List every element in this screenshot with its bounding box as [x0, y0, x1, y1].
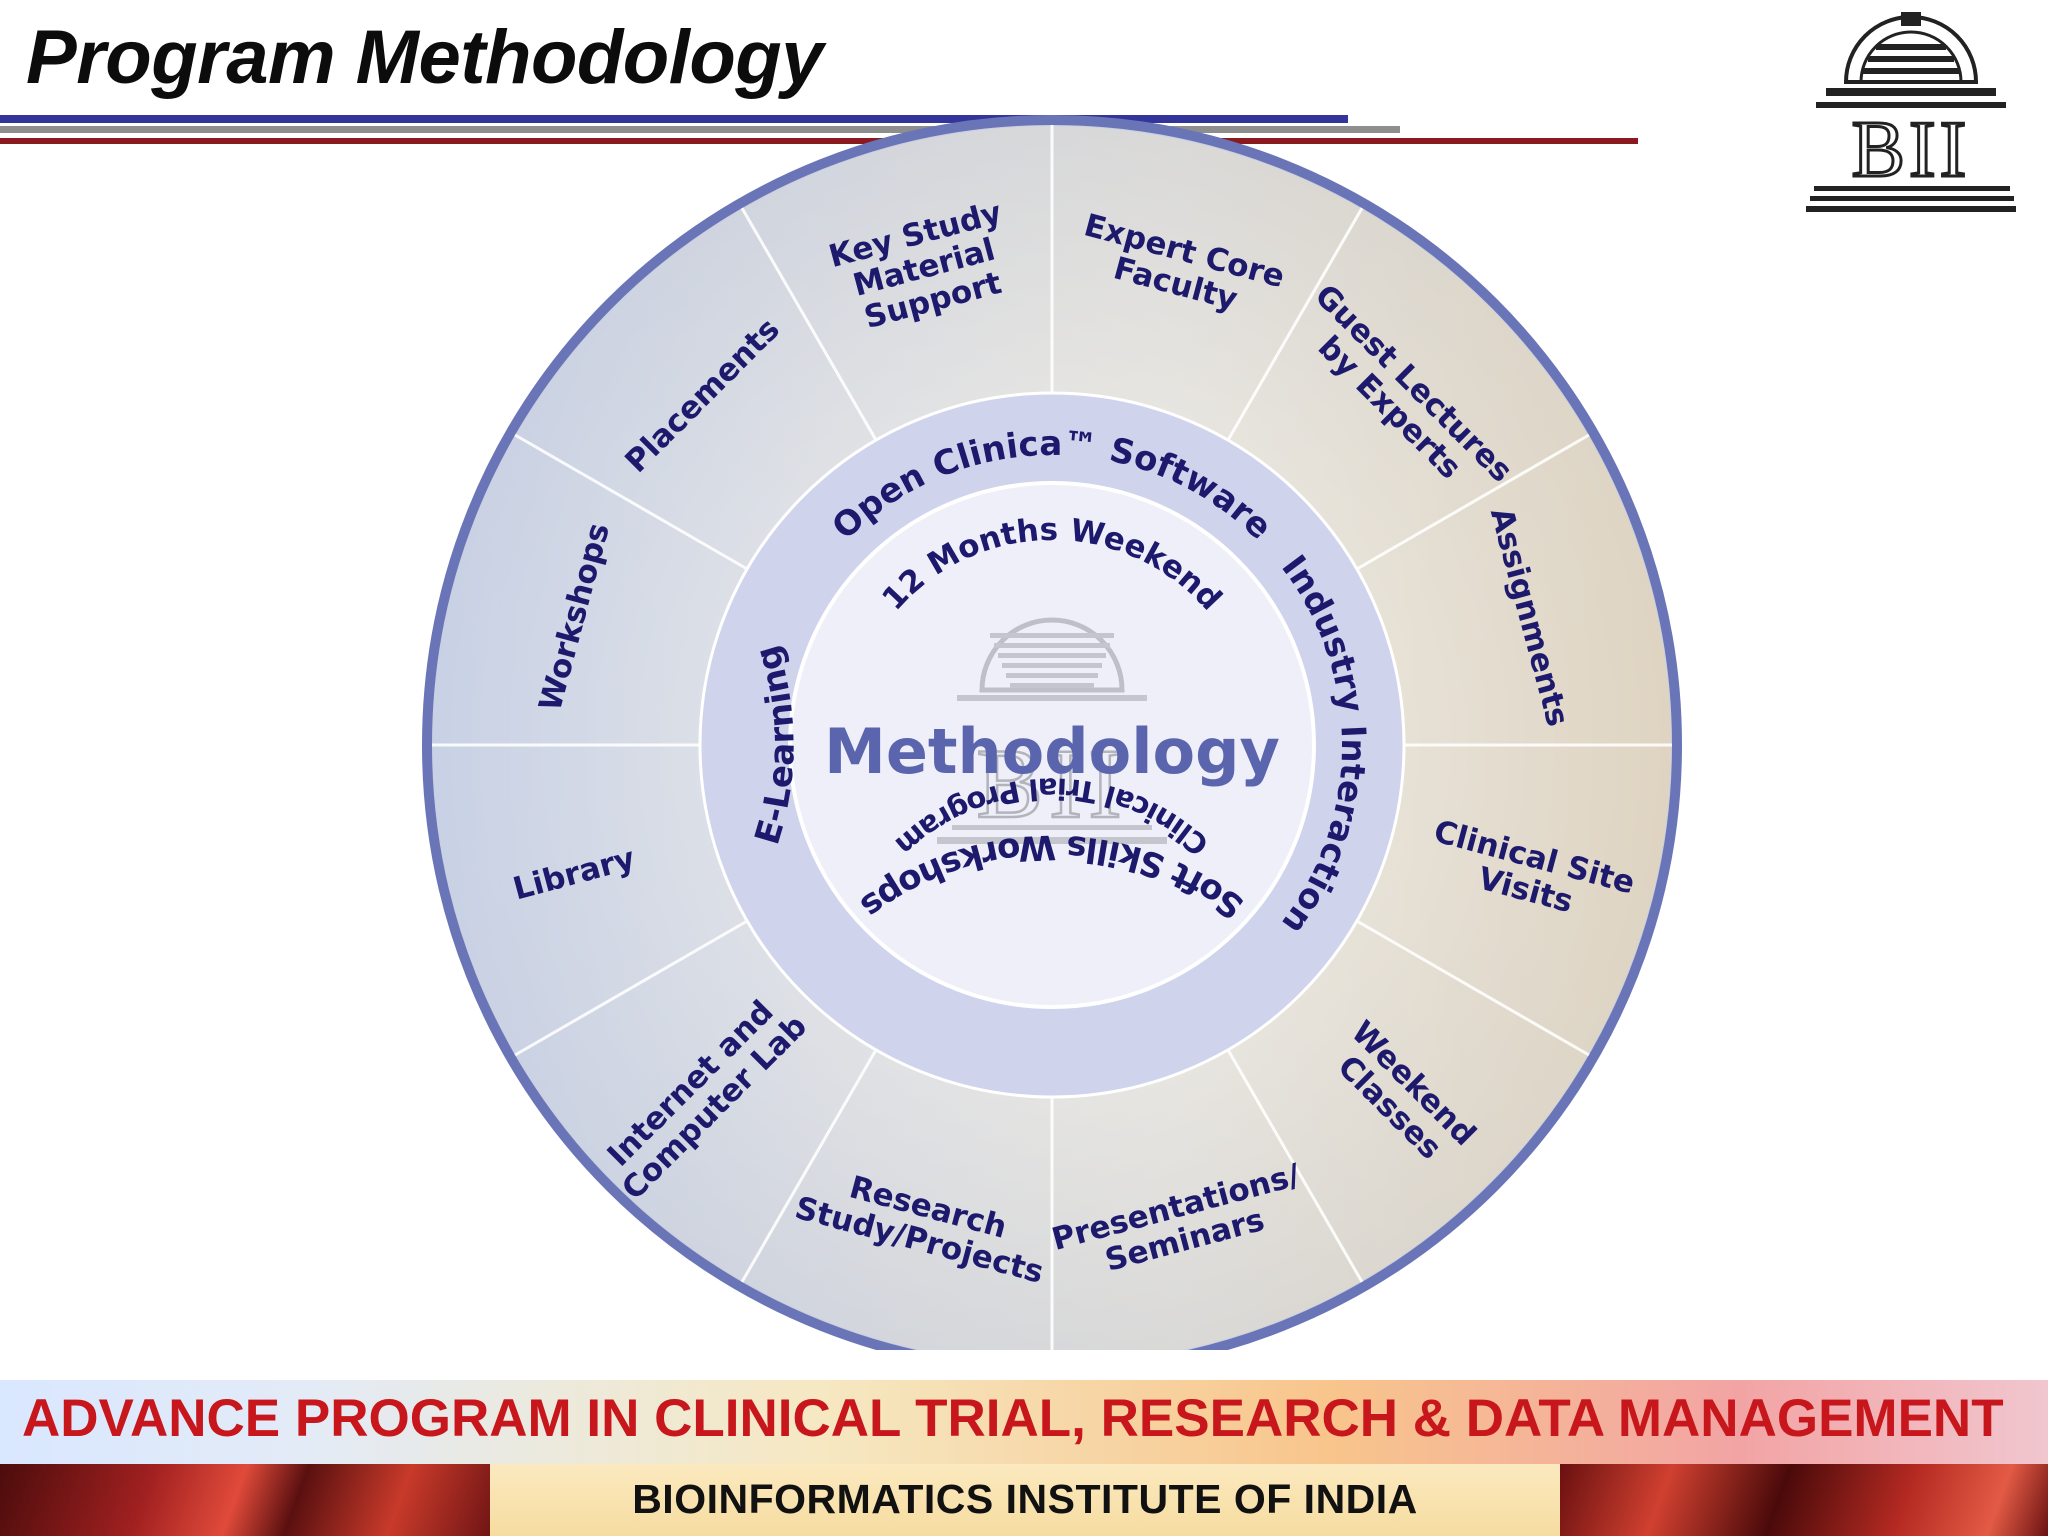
footer-institute-band: BIOINFORMATICS INSTITUTE OF INDIA: [490, 1464, 1560, 1536]
footer-institute-name: BIOINFORMATICS INSTITUTE OF INDIA: [632, 1476, 1418, 1522]
center-label: Methodology: [824, 715, 1280, 788]
footer-decorative-art-left: [0, 1464, 490, 1536]
footer-banner: ADVANCE PROGRAM IN CLINICAL TRIAL, RESEA…: [0, 1380, 2048, 1536]
segment-divider: [1226, 207, 1364, 441]
logo-text: BII: [1852, 106, 1971, 194]
center-watermark-text: BII: [976, 728, 1127, 839]
segment-divider: [514, 433, 748, 571]
title-rule-blue: [0, 115, 1348, 123]
segment-divider: [1356, 919, 1590, 1057]
footer-program-strip: ADVANCE PROGRAM IN CLINICAL TRIAL, RESEA…: [0, 1380, 2048, 1464]
segment-divider: [1356, 433, 1590, 571]
slide-title: Program Methodology: [26, 15, 823, 100]
inner-disk: [788, 481, 1316, 1009]
segment-divider: [740, 1049, 878, 1283]
title-rule-gray: [0, 126, 1400, 133]
bii-logo: BII: [1806, 12, 2016, 212]
dome-building-icon: [1806, 12, 2016, 212]
footer-institute-strip: BIOINFORMATICS INSTITUTE OF INDIA: [0, 1464, 2048, 1536]
footer-decorative-art-right: [1560, 1464, 2048, 1536]
segment-divider: [1226, 1049, 1364, 1283]
footer-program-title: ADVANCE PROGRAM IN CLINICAL TRIAL, RESEA…: [22, 1389, 2004, 1448]
segment-divider: [514, 919, 748, 1057]
title-rule-red: [0, 138, 1638, 144]
segment-divider: [740, 207, 878, 441]
dome-building-icon: [937, 617, 1167, 844]
